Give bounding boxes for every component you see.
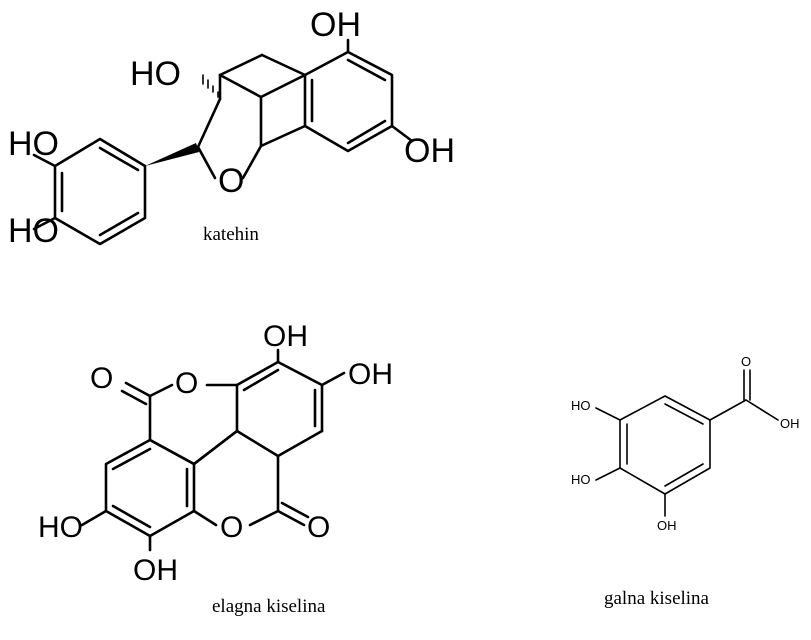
oh-label: OH xyxy=(780,416,800,431)
ho-label: HO xyxy=(38,511,83,544)
ho-label: HO xyxy=(571,398,591,413)
ellagic-acid-structure: OH OH O O O O HO OH xyxy=(38,320,393,587)
ring-oxygen-label: O xyxy=(218,162,244,200)
ho-label: HO xyxy=(571,472,591,487)
catechin-structure: OH HO O OH HO HO xyxy=(8,6,455,250)
oh-label: OH xyxy=(263,320,308,353)
oh-label: OH xyxy=(657,518,677,533)
catechin-caption: katehin xyxy=(203,224,259,245)
oh-label: OH xyxy=(404,132,455,170)
ho-label: HO xyxy=(130,55,181,93)
ring-oxygen-label: O xyxy=(175,367,198,400)
hashed-bond xyxy=(202,74,219,98)
ellagic-acid-caption: elagna kiselina xyxy=(212,596,326,617)
carbonyl-oxygen-label: O xyxy=(307,511,330,544)
carbonyl-oxygen-label: O xyxy=(90,362,113,395)
ho-label: HO xyxy=(8,125,59,163)
carbonyl-oxygen-label: O xyxy=(741,354,751,369)
ho-label: HO xyxy=(8,212,59,250)
gallic-acid-caption: galna kiselina xyxy=(604,588,710,609)
oh-label: OH xyxy=(348,358,393,391)
oh-label: OH xyxy=(133,554,178,587)
oh-label: OH xyxy=(310,6,361,44)
gallic-acid-structure: O OH HO HO OH xyxy=(571,354,800,533)
ring-oxygen-label: O xyxy=(220,511,243,544)
